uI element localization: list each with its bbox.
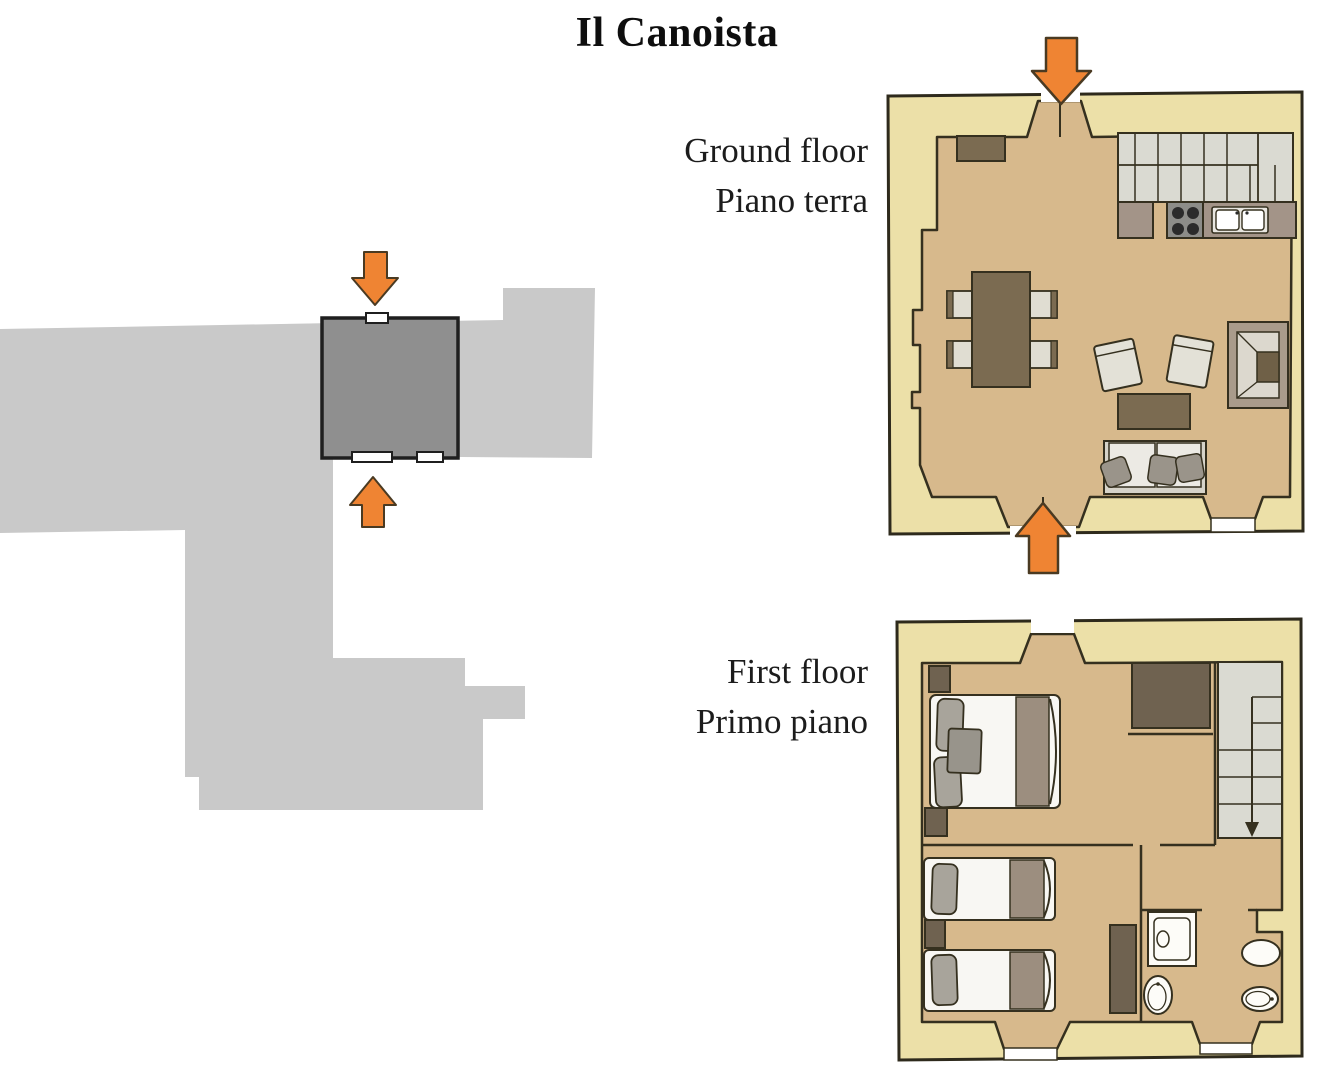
ff-pillow — [930, 862, 959, 916]
ff-entrance-opening — [1031, 617, 1074, 633]
shower-icon — [1147, 911, 1197, 967]
ff-wardrobe-master — [1131, 662, 1211, 729]
gf-dining-table — [971, 271, 1031, 388]
gf-armchair — [1093, 337, 1143, 393]
gf-fireplace — [1227, 321, 1289, 409]
ff-window-sill — [1003, 1047, 1058, 1061]
ff-nightstand — [924, 807, 948, 837]
ground-floor-label-it: Piano terra — [715, 181, 868, 220]
gf-coffee-table — [1117, 393, 1191, 430]
ff-nightstand — [928, 665, 951, 693]
first-floor-label: First floor Primo piano — [558, 647, 868, 747]
first-floor-label-it: Primo piano — [695, 702, 868, 741]
ff-wardrobe-twin-room — [1109, 924, 1137, 1014]
ff-folded-blanket — [946, 727, 983, 775]
gf-sofa-pillow — [1099, 455, 1133, 489]
gf-entrance-arrow-up-icon — [1014, 501, 1072, 575]
gf-sofa-pillow — [1174, 452, 1206, 484]
gf-stove — [1166, 201, 1204, 239]
gf-window-sill — [1210, 517, 1256, 533]
site-unit-door-notch-bottom-left — [351, 451, 393, 463]
ground-floor-label: Ground floor Piano terra — [558, 126, 868, 226]
ff-interior-walls — [922, 663, 1257, 1022]
gf-entrance-arrow-down-icon — [1030, 36, 1093, 106]
ff-nightstand — [924, 919, 946, 949]
ff-bathroom — [1143, 911, 1281, 1015]
gf-dining-set — [946, 271, 1058, 388]
site-entrance-arrow-down-icon — [351, 251, 399, 306]
ground-floor-label-en: Ground floor — [684, 131, 868, 170]
sink-icon — [1241, 939, 1281, 967]
ground-floor-plan — [886, 36, 1305, 575]
stairs-direction-arrow-icon — [1245, 697, 1259, 837]
site-unit-door-notch-bottom-right — [416, 451, 444, 463]
site-plan — [0, 251, 595, 810]
gf-stairs — [1117, 132, 1294, 203]
site-unit-door-notch-top — [365, 312, 389, 324]
gf-sideboard — [956, 135, 1006, 162]
bidet-icon — [1241, 986, 1279, 1012]
ff-double-bed — [929, 694, 1061, 809]
ff-twin-bed — [923, 949, 1056, 1012]
gf-armchair — [1165, 334, 1215, 389]
first-floor-label-en: First floor — [727, 652, 868, 691]
ff-pillow — [930, 953, 959, 1007]
ff-window-sill — [1199, 1042, 1253, 1055]
page-title: Il Canoista — [575, 10, 779, 56]
ff-stairs — [1217, 661, 1283, 839]
ff-twin-bed — [923, 857, 1056, 921]
gf-kitchen-counter — [1117, 201, 1297, 239]
gf-kitchen-cabinet — [1117, 201, 1154, 239]
first-floor-plan — [895, 617, 1304, 1062]
gf-sofa-pillow — [1147, 454, 1179, 486]
gf-double-sink — [1211, 206, 1269, 234]
site-entrance-arrow-up-icon — [349, 476, 397, 528]
toilet-icon — [1143, 975, 1173, 1015]
site-unit-highlight — [320, 316, 460, 460]
gf-sofa — [1099, 440, 1207, 495]
site-building-footprint — [0, 288, 595, 810]
